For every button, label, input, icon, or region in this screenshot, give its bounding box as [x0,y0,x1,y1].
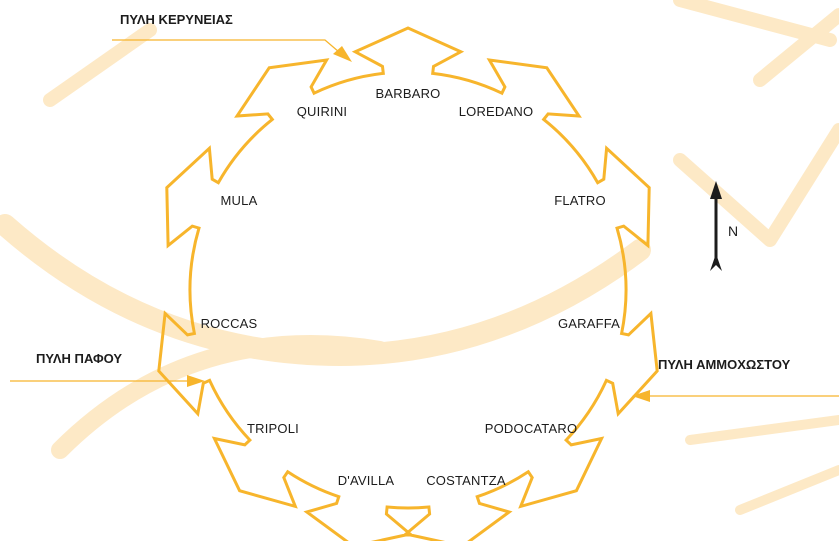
venetian-walls-outline [157,26,659,541]
gate-arrowhead [187,375,205,387]
gate-label-paphos: ΠΥΛΗ ΠΑΦΟΥ [36,351,122,366]
gate-label-kyrenia: ΠΥΛΗ ΚΕΡΥΝΕΙΑΣ [120,12,233,27]
bastion-label-davilla: D'AVILLA [338,473,395,488]
gate-arrowhead [333,46,352,62]
north-arrow-icon [710,181,722,271]
watermark-stroke [673,123,839,247]
bastion-label-mula: MULA [221,193,258,208]
gate-kyrenia: ΠΥΛΗ ΚΕΡΥΝΕΙΑΣ [112,12,352,62]
watermark-stroke [673,0,837,47]
bastion-label-roccas: ROCCAS [201,316,258,331]
watermark-stroke [43,23,157,107]
watermark-stroke [735,465,839,515]
watermark-stroke [685,415,839,445]
gate-famagusta: ΠΥΛΗ ΑΜΜΟΧΩΣΤΟΥ [632,357,839,402]
north-label: N [728,223,738,239]
watermark-arc [0,214,651,366]
gate-arrowhead [632,390,650,402]
watermark-stroke [753,8,839,87]
bastion-label-costantza: COSTANTZA [426,473,506,488]
bastion-label-barbaro: BARBARO [376,86,441,101]
north-arrow: N [710,181,738,271]
gate-label-famagusta: ΠΥΛΗ ΑΜΜΟΧΩΣΤΟΥ [658,357,791,372]
bastion-label-garaffa: GARAFFA [558,316,620,331]
gate-paphos: ΠΥΛΗ ΠΑΦΟΥ [10,351,205,387]
watermark-arc [51,335,389,459]
bastion-label-podocataro: PODOCATARO [485,421,578,436]
bastion-label-quirini: QUIRINI [297,104,348,119]
bastion-label-flatro: FLATRO [554,193,606,208]
bastion-label-tripoli: TRIPOLI [247,421,299,436]
bastion-labels: BARBARO LOREDANO FLATRO GARAFFA PODOCATA… [201,86,620,488]
watermark-emblem [0,0,839,515]
bastion-label-loredano: LOREDANO [459,104,534,119]
gate-arrow-line [112,39,340,53]
